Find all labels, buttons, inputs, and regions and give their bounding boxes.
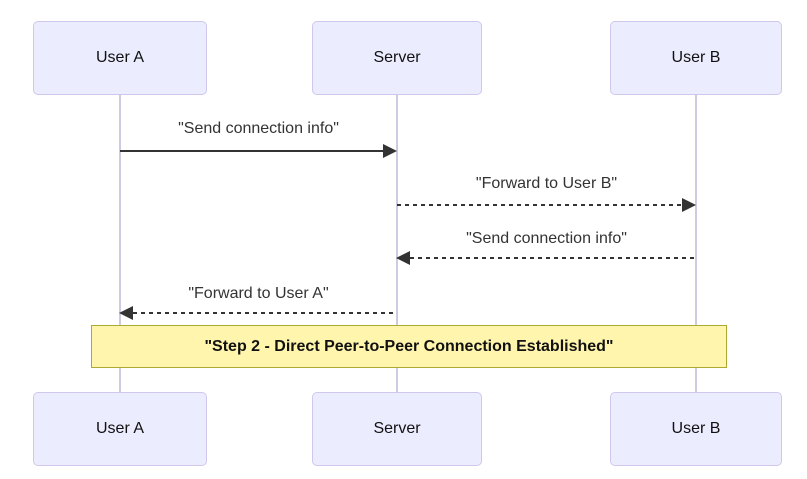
actor-label: User B: [671, 420, 721, 437]
actor-label: User B: [671, 49, 721, 66]
actor-label: Server: [373, 420, 421, 437]
actor-label: User A: [95, 420, 144, 437]
actor-box-user-b-bottom: User B: [610, 392, 782, 466]
actor-box-server-bottom: Server: [312, 392, 482, 466]
lifeline-server: [396, 95, 398, 392]
arrowhead-left-icon: [396, 251, 410, 265]
message-line-dashed: [410, 257, 696, 259]
arrowhead-right-icon: [383, 144, 397, 158]
message-line-dashed: [397, 204, 683, 206]
lifeline-user-a: [119, 95, 121, 392]
actor-box-user-a-bottom: User A: [33, 392, 207, 466]
arrowhead-right-icon: [682, 198, 696, 212]
actor-label: Server: [373, 49, 421, 66]
arrowhead-left-icon: [119, 306, 133, 320]
note-label: "Step 2 - Direct Peer-to-Peer Connection…: [204, 337, 614, 355]
actor-box-user-b-top: User B: [610, 21, 782, 95]
message-line-solid: [120, 150, 384, 152]
note-banner: "Step 2 - Direct Peer-to-Peer Connection…: [91, 325, 727, 368]
actor-box-server-top: Server: [312, 21, 482, 95]
message-label-send-connection-info-2: "Send connection info": [466, 230, 627, 247]
actor-label: User A: [95, 49, 144, 66]
message-label-forward-to-user-b: "Forward to User B": [475, 175, 618, 192]
message-label-forward-to-user-a: "Forward to User A": [188, 285, 329, 302]
actor-box-user-a-top: User A: [33, 21, 207, 95]
lifeline-user-b: [695, 95, 697, 392]
message-line-dashed: [133, 312, 397, 314]
message-label-send-connection-info-1: "Send connection info": [178, 120, 339, 137]
